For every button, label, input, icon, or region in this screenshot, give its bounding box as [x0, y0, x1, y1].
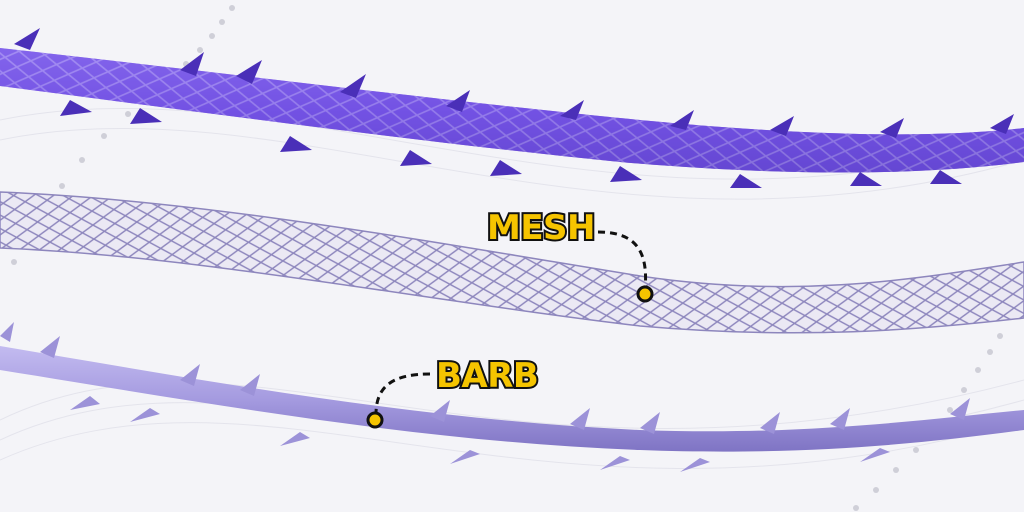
barb-label: BARB	[434, 356, 541, 396]
mesh-thread	[0, 191, 1024, 334]
dot-marker-icon	[636, 285, 654, 303]
dot-marker-icon	[366, 411, 384, 429]
barbed-thread	[0, 322, 1024, 472]
barb-callout-line	[374, 372, 431, 415]
mesh-label: MESH	[485, 208, 598, 248]
mesh-callout-line	[597, 230, 648, 291]
barbed-mesh-thread	[0, 28, 1024, 188]
